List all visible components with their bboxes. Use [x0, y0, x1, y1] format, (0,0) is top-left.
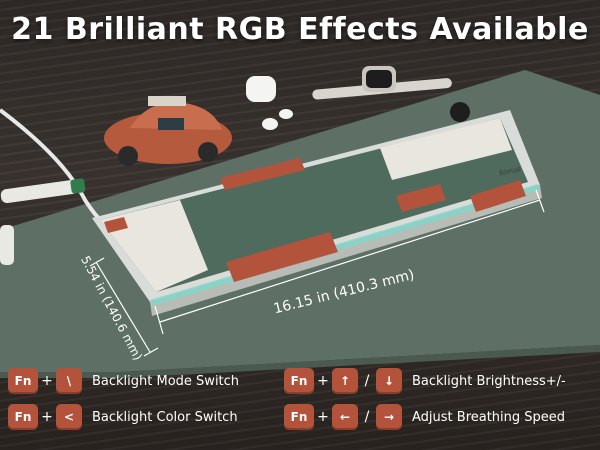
shortcut-breathing-speed: Fn + ← / → Adjust Breathing Speed: [284, 404, 565, 430]
shortcut-row: Fn + \ Backlight Mode Switch Fn + ↑ / ↓ …: [8, 366, 596, 396]
shortcut-color-switch: Fn + < Backlight Color Switch: [8, 404, 238, 430]
plus-sign: +: [41, 409, 53, 425]
keycap-field-white: [380, 118, 512, 180]
arrow-up-key: ↑: [332, 368, 358, 394]
volume-knob: [450, 102, 470, 122]
backslash-key: \: [56, 368, 82, 394]
comma-key: <: [56, 404, 82, 430]
height-dimension: [89, 257, 159, 357]
arrow-right-key: →: [376, 404, 402, 430]
plus-sign: +: [317, 409, 329, 425]
esc-key: [104, 217, 128, 233]
fn-key: Fn: [284, 404, 314, 430]
arrow-keys: [470, 180, 526, 212]
keycap-accent-row: [220, 158, 305, 190]
marker-pen: [0, 179, 79, 204]
arrow-left-key: ←: [332, 404, 358, 430]
plus-sign: +: [41, 373, 53, 389]
smart-watch: [312, 66, 452, 100]
slash-separator: /: [364, 373, 370, 389]
shortcut-description: Backlight Brightness+/-: [412, 373, 566, 389]
shortcut-description: Adjust Breathing Speed: [412, 409, 566, 425]
fn-key: Fn: [8, 404, 38, 430]
width-dimension: [154, 189, 545, 335]
shortcut-description: Backlight Mode Switch: [92, 373, 240, 389]
shortcut-description: Backlight Color Switch: [92, 409, 238, 425]
slash-separator: /: [364, 409, 370, 425]
shortcut-brightness: Fn + ↑ / ↓ Backlight Brightness+/-: [284, 368, 566, 394]
spacebar: [226, 232, 338, 282]
marker-pen-cap: [70, 178, 86, 194]
shortcut-row: Fn + < Backlight Color Switch Fn + ← / →…: [8, 402, 596, 432]
arrow-down-key: ↓: [376, 368, 402, 394]
shortcut-legend: Fn + \ Backlight Mode Switch Fn + ↑ / ↓ …: [0, 362, 600, 450]
plus-sign: +: [317, 373, 329, 389]
marker-pen: [0, 225, 14, 265]
toy-car: [104, 96, 232, 166]
fn-key: Fn: [8, 368, 38, 394]
headline: 21 Brilliant RGB Effects Available: [11, 12, 589, 47]
fn-key: Fn: [284, 368, 314, 394]
shortcut-mode-switch: Fn + \ Backlight Mode Switch: [8, 368, 239, 394]
keycap-field-white: [100, 200, 208, 292]
earbuds-case: [246, 76, 293, 130]
enter-key: [396, 184, 446, 212]
